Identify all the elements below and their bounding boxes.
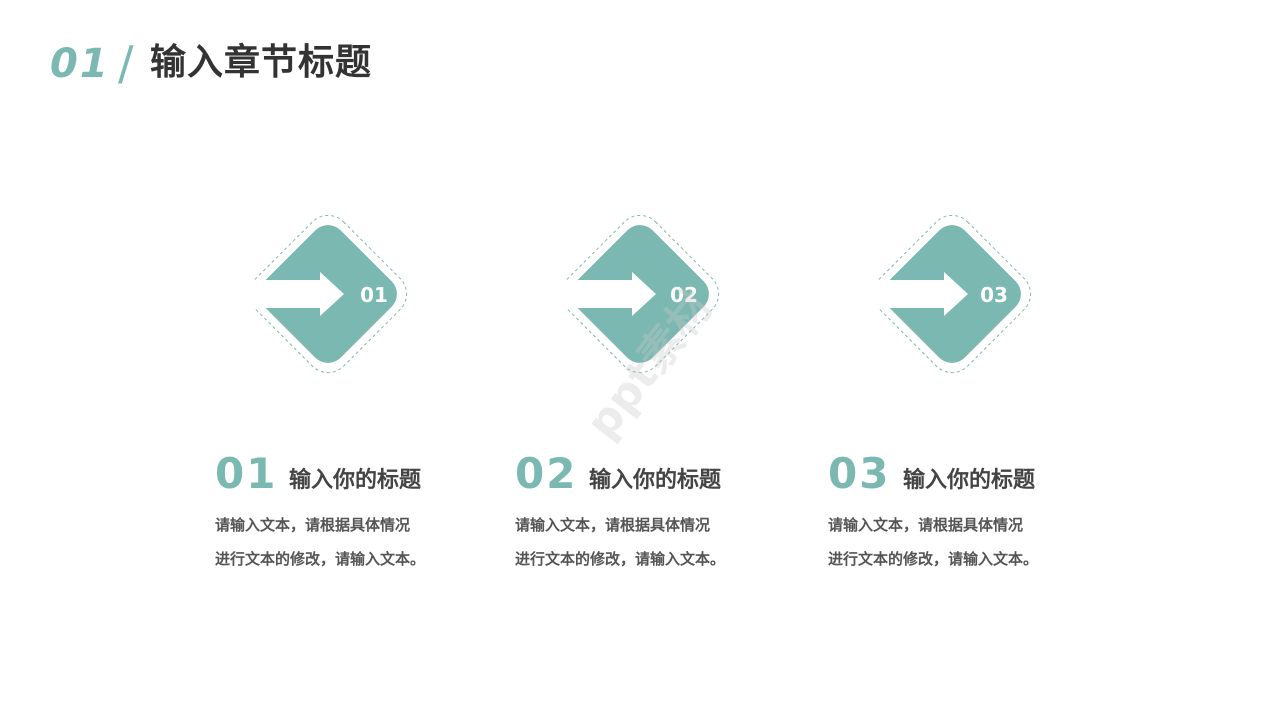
diamond-number: 02 (670, 283, 698, 307)
arrow-diamond-icon: 01 (240, 214, 408, 374)
card-description-line: 进行文本的修改，请输入文本。 (828, 550, 1039, 568)
diamond-badge-1: 01 (222, 188, 434, 400)
card-title: 输入你的标题 (589, 468, 722, 493)
section-title: 输入章节标题 (150, 42, 373, 83)
card-description: 请输入文本，请根据具体情况 进行文本的修改，请输入文本。 (828, 508, 1098, 576)
diamond-number: 01 (360, 283, 388, 307)
card-description-line: 请输入文本，请根据具体情况 (215, 516, 411, 534)
card-description-line: 请输入文本，请根据具体情况 (515, 516, 711, 534)
card-number: 01 (215, 449, 278, 498)
arrow-diamond-icon: 02 (552, 214, 720, 374)
card-number: 03 (828, 449, 891, 498)
card-description-line: 请输入文本，请根据具体情况 (828, 516, 1024, 534)
card-title: 输入你的标题 (903, 468, 1036, 493)
card-description: 请输入文本，请根据具体情况 进行文本的修改，请输入文本。 (215, 508, 485, 576)
arrow-right-icon (864, 272, 968, 316)
section-divider-slash: / (118, 36, 134, 90)
section-number: 01 (50, 41, 110, 87)
diamond-badge-3: 03 (846, 188, 1058, 400)
arrow-right-icon (240, 272, 344, 316)
diamond-number: 03 (980, 283, 1008, 307)
arrow-diamond-icon: 03 (864, 214, 1032, 374)
card-title: 输入你的标题 (289, 468, 422, 493)
card-description-line: 进行文本的修改，请输入文本。 (515, 550, 726, 568)
diamond-badge-2: 02 (534, 188, 746, 400)
card-description-line: 进行文本的修改，请输入文本。 (215, 550, 426, 568)
arrow-right-icon (552, 272, 656, 316)
card-description: 请输入文本，请根据具体情况 进行文本的修改，请输入文本。 (515, 508, 785, 576)
card-number: 02 (515, 449, 578, 498)
